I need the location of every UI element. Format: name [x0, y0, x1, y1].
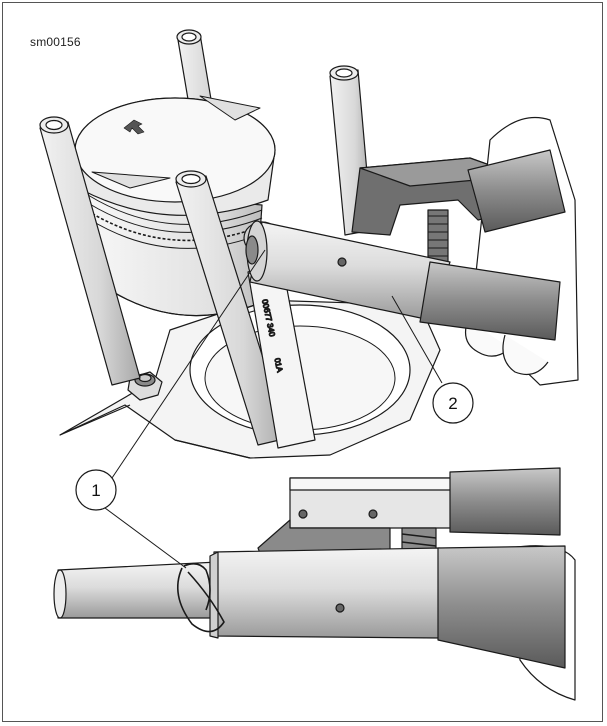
- tool-handle-top: [467, 149, 566, 233]
- svg-text:2: 2: [448, 394, 457, 413]
- callout-2: 2: [432, 382, 474, 424]
- circlip: [176, 562, 225, 633]
- valve-relief-left: [91, 171, 171, 189]
- callout-1-leaders: [104, 249, 266, 569]
- piston-direction-arrow-icon: [123, 119, 145, 135]
- tool-marking-2: 01A: [273, 357, 285, 373]
- tool-upper-handle: [449, 467, 561, 536]
- pin-shaft-bottom-sleeve: [437, 545, 566, 669]
- guide-post-front-left: [39, 116, 141, 386]
- callout-1: 1: [75, 469, 117, 511]
- top-view: 00677 340 01A: [39, 29, 579, 459]
- tool-flat-bar: 00677 340 01A: [247, 261, 316, 449]
- callout-2-leader: [391, 295, 443, 384]
- pin-shaft-bottom-body: [213, 547, 441, 639]
- guide-post-front-right: [175, 170, 289, 446]
- pin-shaft-bottom-tip: [57, 561, 219, 619]
- valve-relief-right: [199, 95, 261, 121]
- figure-reference-code: sm00156: [30, 35, 81, 49]
- svg-text:1: 1: [91, 481, 100, 500]
- pin-driver-shaft: [245, 220, 561, 341]
- bottom-view: [53, 467, 576, 701]
